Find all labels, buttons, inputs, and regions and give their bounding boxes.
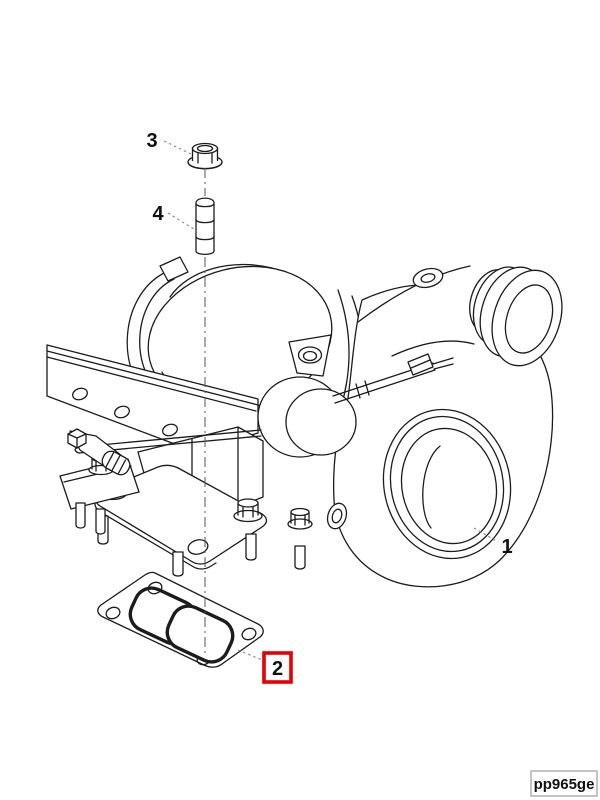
- part-code-border: [530, 770, 598, 797]
- leader-line-4: [167, 212, 198, 232]
- highlight-box: [262, 651, 293, 684]
- stud-drawing: [195, 197, 215, 256]
- part-code: pp965ge: [534, 776, 595, 793]
- callout-2: 2: [272, 658, 283, 680]
- air-outlet-elbow-drawing: [357, 262, 563, 367]
- compressor-housing-drawing: [126, 256, 333, 414]
- callout-4: 4: [152, 203, 164, 225]
- callout-2-highlight: 2: [262, 651, 293, 684]
- turbocharger-assembly-drawing: [46, 142, 563, 668]
- actuator-rod-drawing: [67, 353, 454, 476]
- part-code-box: pp965ge: [530, 770, 598, 797]
- callout-3: 3: [146, 130, 157, 152]
- wastegate-actuator-drawing: [257, 376, 357, 458]
- turbine-outlet-drawing: [382, 408, 512, 560]
- leader-lines: [163, 140, 499, 661]
- nut-drawing: [187, 142, 223, 170]
- lifting-boss-drawing: [288, 267, 444, 377]
- gasket-drawing: [97, 571, 264, 668]
- leader-line-1: [473, 527, 499, 543]
- callout-1: 1: [501, 536, 512, 558]
- leader-line-3: [163, 140, 192, 155]
- leader-line-2: [237, 649, 263, 661]
